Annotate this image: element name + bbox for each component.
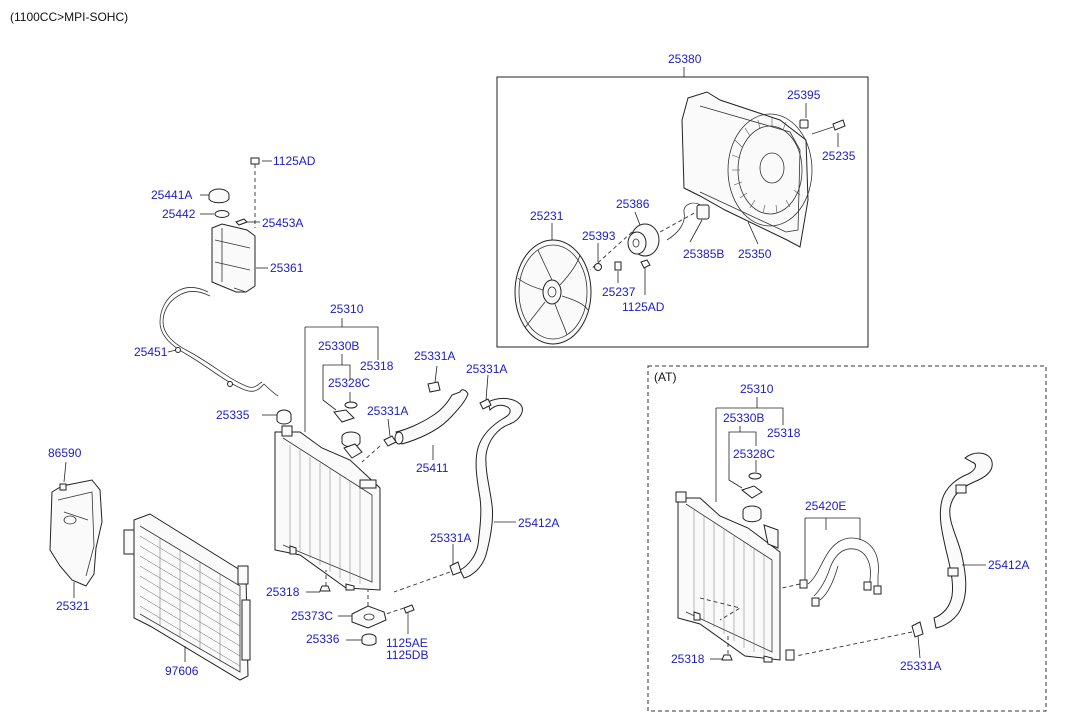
condenser-97606[interactable]	[123, 513, 251, 681]
air-guard-25321[interactable]	[49, 479, 103, 587]
label-1125db: 1125DB	[386, 648, 428, 662]
fan-assembly-group: 25380 25395 25235 25231 25386 25393 2538…	[496, 52, 869, 348]
label-at-25420e: 25420E	[805, 499, 846, 513]
oil-cooler-hose-25420e[interactable]	[799, 537, 882, 607]
reservoir-tank-25361[interactable]	[211, 223, 256, 293]
label-at-25331a: 25331A	[900, 659, 941, 673]
bracket-25453a[interactable]	[235, 218, 248, 226]
at-radiator-core[interactable]	[675, 491, 795, 663]
label-25336: 25336	[306, 632, 340, 646]
label-25318-btm: 25318	[266, 585, 300, 599]
label-25310: 25310	[330, 302, 364, 316]
motor-wiring-25385b[interactable]	[666, 202, 710, 241]
bolt-1125ae[interactable]	[403, 604, 415, 634]
label-1125ae: 1125AE	[386, 636, 428, 650]
label-25373c: 25373C	[291, 609, 333, 623]
hose-clamp-25331a-a[interactable]	[427, 381, 441, 393]
label-25335: 25335	[216, 408, 250, 422]
lower-hose-25412a[interactable]	[449, 397, 523, 579]
overflow-hose-25451[interactable]	[159, 287, 279, 397]
reservoir-group: 1125AD 25441A 25442 25453A 25361 25451	[134, 154, 316, 397]
clip-25237[interactable]	[614, 261, 622, 271]
at-radiator-cap[interactable]	[742, 505, 762, 523]
at-variant-group: (AT)	[647, 365, 1047, 712]
engine-spec-header: (1100CC>MPI-SOHC)	[10, 10, 129, 24]
cap-seal-25328c[interactable]	[344, 401, 358, 409]
fan-shroud-25350[interactable]	[681, 91, 813, 248]
label-25231: 25231	[530, 209, 564, 223]
radiator-core-25310[interactable]	[274, 425, 381, 591]
label-25237: 25237	[602, 285, 636, 299]
label-25331a-d: 25331A	[430, 531, 471, 545]
label-1125ad-top: 1125AD	[273, 154, 316, 168]
label-25331a-a: 25331A	[414, 349, 455, 363]
hose-clamp-25331a-c[interactable]	[479, 398, 492, 410]
nut-25393[interactable]	[594, 263, 602, 271]
label-25321: 25321	[56, 599, 90, 613]
label-at-25318-cap: 25318	[767, 426, 801, 440]
label-25393: 25393	[582, 229, 616, 243]
label-25451: 25451	[134, 345, 168, 359]
at-variant-box	[647, 365, 1047, 712]
label-25412a: 25412A	[518, 516, 559, 530]
label-25328c: 25328C	[328, 376, 370, 390]
drain-plug-25318[interactable]	[319, 585, 331, 592]
label-at-variant: (AT)	[654, 370, 676, 384]
oring-25442[interactable]	[214, 210, 230, 218]
label-at-25330b: 25330B	[723, 411, 764, 425]
label-25361: 25361	[270, 261, 304, 275]
bolt-25235[interactable]	[811, 119, 846, 135]
label-25380: 25380	[668, 52, 702, 66]
upper-hose-25411[interactable]	[394, 381, 469, 445]
label-25331a-c: 25331A	[466, 362, 507, 376]
radiator-group: 25310 25330B 25318 25328C 25331A 25331A …	[216, 302, 559, 662]
label-25385b: 25385B	[683, 247, 724, 261]
fan-motor-25386[interactable]	[589, 209, 701, 271]
label-1125ad-fan: 1125AD	[622, 300, 665, 314]
at-cap-gasket[interactable]	[740, 485, 763, 499]
label-25395: 25395	[787, 88, 821, 102]
label-25453a: 25453A	[262, 216, 303, 230]
label-at-25412a: 25412A	[988, 558, 1029, 572]
label-25330b: 25330B	[318, 339, 359, 353]
label-25386: 25386	[616, 197, 650, 211]
label-25235: 25235	[822, 149, 856, 163]
insulator-25336[interactable]	[361, 633, 377, 646]
label-86590: 86590	[48, 446, 82, 460]
fan-assembly-box	[496, 76, 869, 348]
at-lower-hose-25412a[interactable]	[933, 452, 993, 629]
label-25411: 25411	[416, 461, 449, 475]
radiator-mount-25335[interactable]	[276, 409, 292, 425]
cap-gasket-25318[interactable]	[333, 409, 355, 423]
label-at-25318-btm: 25318	[671, 652, 705, 666]
bracket-25373c[interactable]	[351, 605, 387, 629]
label-25442: 25442	[162, 207, 196, 221]
label-25331a-b: 25331A	[367, 404, 408, 418]
label-at-25328c: 25328C	[733, 447, 775, 461]
radiator-cap-25330b[interactable]	[341, 431, 361, 448]
at-hose-clamp-25331a[interactable]	[911, 621, 924, 638]
label-25350: 25350	[738, 247, 772, 261]
label-25318-cap: 25318	[360, 359, 394, 373]
bolt-1125ad-fan[interactable]	[640, 259, 651, 269]
condenser-group: 86590 25321 97606	[48, 446, 251, 681]
bolt-86590[interactable]	[59, 483, 67, 491]
bolt-1125ad-top[interactable]	[250, 157, 260, 165]
label-at-25310: 25310	[740, 382, 774, 396]
nut-25395[interactable]	[799, 119, 809, 129]
at-drain-plug-25318[interactable]	[721, 654, 733, 661]
hose-clamp-25331a-b[interactable]	[383, 435, 397, 447]
fan-blade-25231[interactable]	[514, 239, 592, 345]
label-25441a: 25441A	[151, 188, 192, 202]
at-cap-seal[interactable]	[748, 472, 762, 480]
reservoir-cap-25441a[interactable]	[208, 188, 230, 204]
label-97606: 97606	[165, 664, 199, 678]
hose-clamp-25331a-d[interactable]	[449, 561, 462, 576]
